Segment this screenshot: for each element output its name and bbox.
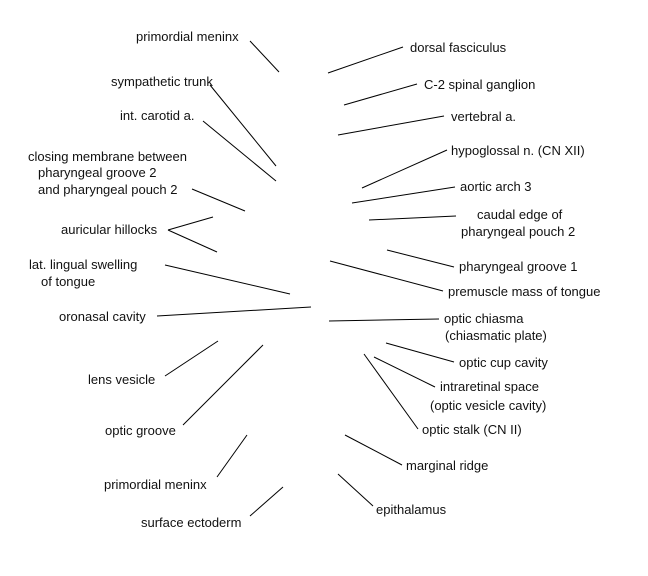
callout-primordial-meninx-top: primordial meninx <box>136 29 280 73</box>
callout-premuscle-mass: premuscle mass of tongue <box>329 260 600 299</box>
callout-optic-cup-cavity: optic cup cavity <box>385 342 548 370</box>
callout-pharyngeal-groove-1: pharyngeal groove 1 <box>386 249 578 274</box>
label-caudal-edge-1: caudal edge of <box>477 207 563 222</box>
label-lens-vesicle: lens vesicle <box>88 372 155 387</box>
callout-optic-chiasma: optic chiasma (chiasmatic plate) <box>328 311 547 343</box>
label-closing-membrane-3: and pharyngeal pouch 2 <box>38 182 178 197</box>
label-surface-ectoderm: surface ectoderm <box>141 515 241 530</box>
leader-sympathetic-trunk <box>209 84 277 167</box>
leader-int-carotid <box>202 120 277 182</box>
callout-closing-membrane: closing membrane between pharyngeal groo… <box>28 149 246 212</box>
leader-closing-membrane <box>191 188 246 212</box>
leader-optic-stalk <box>363 353 419 430</box>
label-closing-membrane-2: pharyngeal groove 2 <box>38 165 157 180</box>
label-vertebral-a: vertebral a. <box>451 109 516 124</box>
callout-lens-vesicle: lens vesicle <box>88 340 219 387</box>
callout-dorsal-fasciculus: dorsal fasciculus <box>327 40 507 74</box>
leader-caudal-edge <box>368 215 457 221</box>
label-pharyngeal-groove-1: pharyngeal groove 1 <box>459 259 578 274</box>
leader-aortic-arch-3 <box>351 186 456 204</box>
label-c2-spinal-ganglion: C-2 spinal ganglion <box>424 77 535 92</box>
leader-surface-ectoderm <box>249 486 284 517</box>
callout-caudal-edge: caudal edge of pharyngeal pouch 2 <box>368 207 575 239</box>
label-optic-cup-cavity: optic cup cavity <box>459 355 548 370</box>
callout-intraretinal-space: intraretinal space (optic vesicle cavity… <box>373 356 546 413</box>
callout-int-carotid: int. carotid a. <box>120 108 277 182</box>
callout-sympathetic-trunk: sympathetic trunk <box>111 74 277 167</box>
leader-optic-groove <box>182 344 264 426</box>
callout-lingual-swelling: lat. lingual swelling of tongue <box>29 257 291 295</box>
leader-auricular-hillocks-lower <box>167 229 218 253</box>
leader-epithalamus <box>337 473 374 507</box>
callout-c2-spinal-ganglion: C-2 spinal ganglion <box>343 77 535 106</box>
label-epithalamus: epithalamus <box>376 502 447 517</box>
label-oronasal-cavity: oronasal cavity <box>59 309 146 324</box>
leader-marginal-ridge <box>344 434 403 466</box>
callout-optic-groove: optic groove <box>105 344 264 438</box>
callout-hypoglossal-n: hypoglossal n. (CN XII) <box>361 143 585 189</box>
leader-lingual-swelling <box>164 264 291 295</box>
callout-aortic-arch-3: aortic arch 3 <box>351 179 532 204</box>
label-sympathetic-trunk: sympathetic trunk <box>111 74 213 89</box>
label-int-carotid: int. carotid a. <box>120 108 194 123</box>
label-premuscle-mass: premuscle mass of tongue <box>448 284 600 299</box>
leader-primordial-meninx-bottom <box>216 434 248 478</box>
label-intraretinal-space-2: (optic vesicle cavity) <box>430 398 546 413</box>
leader-primordial-meninx-top <box>249 40 280 73</box>
callout-epithalamus: epithalamus <box>337 473 447 517</box>
callout-optic-stalk: optic stalk (CN II) <box>363 353 522 437</box>
leader-optic-chiasma <box>328 318 440 322</box>
label-marginal-ridge: marginal ridge <box>406 458 488 473</box>
leader-premuscle-mass <box>329 260 444 292</box>
leader-optic-cup-cavity <box>385 342 455 363</box>
label-optic-groove: optic groove <box>105 423 176 438</box>
callout-vertebral-a: vertebral a. <box>337 109 516 136</box>
label-primordial-meninx-bottom: primordial meninx <box>104 477 207 492</box>
label-optic-stalk: optic stalk (CN II) <box>422 422 522 437</box>
label-dorsal-fasciculus: dorsal fasciculus <box>410 40 507 55</box>
leader-hypoglossal-n <box>361 149 448 189</box>
leader-lens-vesicle <box>164 340 219 377</box>
leader-c2-spinal-ganglion <box>343 83 418 106</box>
callout-primordial-meninx-bottom: primordial meninx <box>104 434 248 492</box>
leader-dorsal-fasciculus <box>327 46 404 74</box>
label-intraretinal-space-1: intraretinal space <box>440 379 539 394</box>
label-lingual-swelling-1: lat. lingual swelling <box>29 257 137 272</box>
callout-auricular-hillocks: auricular hillocks <box>61 216 218 253</box>
callout-oronasal-cavity: oronasal cavity <box>59 306 312 324</box>
label-optic-chiasma-2: (chiasmatic plate) <box>445 328 547 343</box>
leader-oronasal-cavity <box>156 306 312 317</box>
label-auricular-hillocks: auricular hillocks <box>61 222 158 237</box>
label-hypoglossal-n: hypoglossal n. (CN XII) <box>451 143 585 158</box>
label-caudal-edge-2: pharyngeal pouch 2 <box>461 224 575 239</box>
callout-marginal-ridge: marginal ridge <box>344 434 488 473</box>
label-lingual-swelling-2: of tongue <box>41 274 95 289</box>
leader-auricular-hillocks-upper <box>167 216 214 231</box>
callout-surface-ectoderm: surface ectoderm <box>141 486 284 530</box>
label-optic-chiasma-1: optic chiasma <box>444 311 524 326</box>
label-closing-membrane-1: closing membrane between <box>28 149 187 164</box>
leader-intraretinal-space <box>373 356 436 388</box>
leader-pharyngeal-groove-1 <box>386 249 455 268</box>
label-primordial-meninx-top: primordial meninx <box>136 29 239 44</box>
leader-vertebral-a <box>337 115 445 136</box>
label-aortic-arch-3: aortic arch 3 <box>460 179 532 194</box>
